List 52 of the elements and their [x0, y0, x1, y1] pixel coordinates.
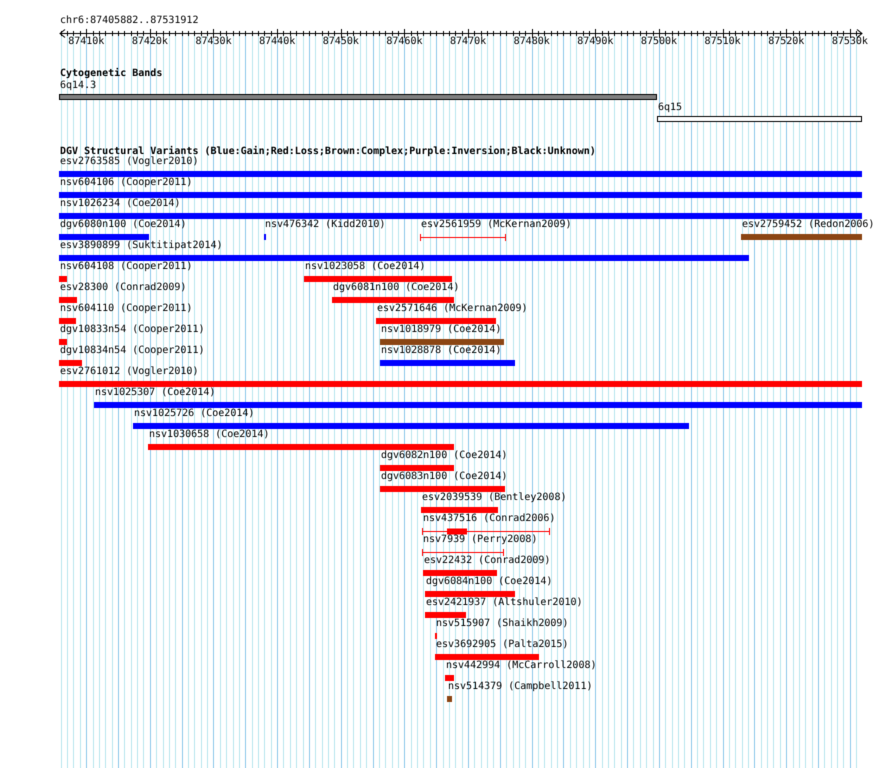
- variant-label: dgv6080n100 (Coe2014): [60, 219, 186, 231]
- ruler-tick-label: 87410k: [68, 36, 104, 48]
- variant-label: nsv514379 (Campbell2011): [448, 681, 592, 693]
- variant-label: nsv1025307 (Coe2014): [95, 387, 216, 399]
- variant-label: nsv604106 (Cooper2011): [60, 177, 192, 189]
- variant-label: nsv442994 (McCarroll2008): [446, 660, 597, 672]
- variant-label: esv3692905 (Palta2015): [436, 639, 568, 651]
- variant-label: nsv1026234 (Coe2014): [60, 198, 180, 210]
- variant-label: nsv1018979 (Coe2014): [381, 324, 502, 336]
- track-heading: Cytogenetic Bands: [60, 68, 162, 80]
- variant-label: nsv515907 (Shaikh2009): [436, 618, 568, 630]
- ruler-tick-label: 87510k: [704, 36, 741, 48]
- variant-label: nsv437516 (Conrad2006): [423, 513, 556, 525]
- variant-label: nsv1025726 (Coe2014): [134, 408, 254, 420]
- variant-label: esv2571646 (McKernan2009): [377, 303, 528, 315]
- ruler-tick-label: 87500k: [640, 36, 678, 48]
- ruler-tick-label: 87470k: [450, 36, 486, 48]
- variant-label: esv2759452 (Redon2006): [742, 219, 874, 231]
- variant-label: esv28300 (Conrad2009): [60, 282, 186, 294]
- variant-label: dgv10834n54 (Cooper2011): [60, 345, 204, 357]
- variant-label: esv2763585 (Vogler2010): [60, 156, 198, 168]
- variant-label: nsv604108 (Cooper2011): [60, 261, 192, 273]
- variant-label: esv2039539 (Bentley2008): [422, 492, 566, 504]
- variant-label: nsv476342 (Kidd2010): [265, 219, 386, 231]
- ruler-tick-label: 87530k: [832, 36, 868, 48]
- variant-label: nsv7939 (Perry2008): [423, 534, 538, 546]
- variant-label: nsv1030658 (Coe2014): [149, 429, 270, 441]
- ruler-tick-label: 87440k: [259, 36, 296, 48]
- ruler-tick-label: 87450k: [322, 36, 359, 48]
- variant-label: esv2761012 (Vogler2010): [60, 366, 198, 378]
- variant-label: esv2561959 (McKernan2009): [421, 219, 572, 231]
- variant-label: esv3890899 (Suktitipat2014): [60, 240, 223, 252]
- track-heading: DGV Structural Variants (Blue:Gain;Red:Loss;Brown:Complex;Purple:Inversion;Black:Unknown): [60, 146, 596, 157]
- ruler-tick-label: 87460k: [386, 36, 422, 48]
- variant-label: nsv604110 (Cooper2011): [60, 303, 192, 315]
- ruler-tick-label: 87420k: [132, 36, 168, 48]
- ruler-tick-label: 87480k: [514, 36, 550, 48]
- band-label: 6q14.3: [60, 80, 96, 92]
- variant-label: nsv1028878 (Coe2014): [381, 345, 502, 357]
- variant-label: dgv6083n100 (Coe2014): [381, 471, 508, 483]
- ruler-tick-label: 87490k: [577, 36, 614, 48]
- ruler-tick-label: 87520k: [768, 36, 804, 48]
- band-label: 6q15: [658, 102, 682, 114]
- variant-label: dgv6084n100 (Coe2014): [426, 576, 552, 588]
- variant-label: dgv6082n100 (Coe2014): [381, 450, 508, 462]
- variant-label: esv2421937 (Altshuler2010): [426, 597, 583, 609]
- coordinate-range: chr6:87405882..87531912: [60, 15, 198, 27]
- ruler-tick-label: 87430k: [195, 36, 232, 48]
- variant-label: dgv10833n54 (Cooper2011): [60, 324, 204, 336]
- variant-label: dgv6081n100 (Coe2014): [333, 282, 460, 294]
- variant-label: nsv1023058 (Coe2014): [305, 261, 426, 273]
- variant-label: esv22432 (Conrad2009): [424, 555, 550, 567]
